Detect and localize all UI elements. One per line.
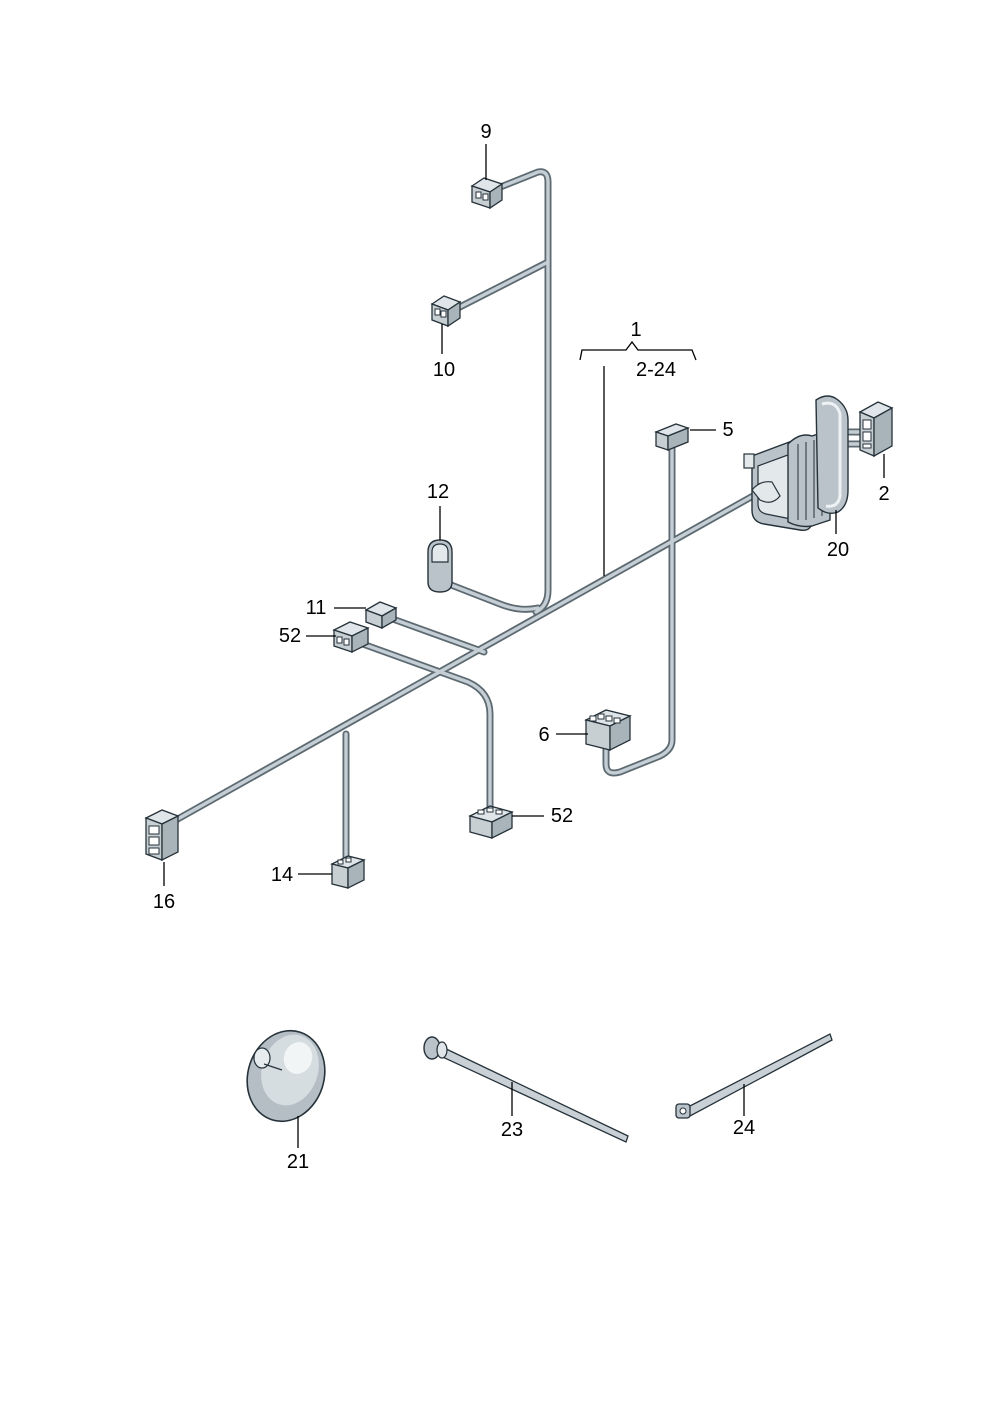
connector-11 [364,601,398,630]
label-5: 5 [722,419,733,441]
label-12: 12 [427,481,449,503]
connector-5 [654,423,690,451]
label-2: 2 [878,483,889,505]
label-23: 23 [501,1119,523,1141]
connector-16 [144,809,180,862]
label-21: 21 [287,1151,309,1173]
label-1: 1 [630,319,641,341]
callout-labels: 1 2-24 9 10 5 2 12 20 11 52 6 52 14 16 2… [153,121,890,1173]
label-24: 24 [733,1117,755,1139]
label-10: 10 [433,359,455,381]
cable-tie-24 [675,1033,833,1119]
connector-2 [858,401,894,458]
label-14: 14 [271,864,293,886]
connector-52-lower [468,805,514,840]
grommet-20 [743,395,849,531]
harness-wires [172,168,866,866]
label-11: 11 [306,597,327,619]
label-16: 16 [153,891,175,913]
connector-52-upper [332,621,370,654]
round-cap-21 [246,1029,326,1123]
leader-lines [163,144,885,1148]
connector-9 [470,177,504,210]
label-52-lower: 52 [551,805,573,827]
label-9: 9 [480,121,491,143]
wire-highlights [174,170,864,864]
grommet-12 [427,539,453,593]
label-2-24: 2-24 [636,359,676,381]
connector-14 [330,855,366,890]
connector-6 [584,709,632,752]
cable-tie-23 [423,1036,629,1143]
label-6: 6 [538,724,549,746]
connector-10 [430,295,462,328]
label-20: 20 [827,539,849,561]
label-52-upper: 52 [279,625,301,647]
